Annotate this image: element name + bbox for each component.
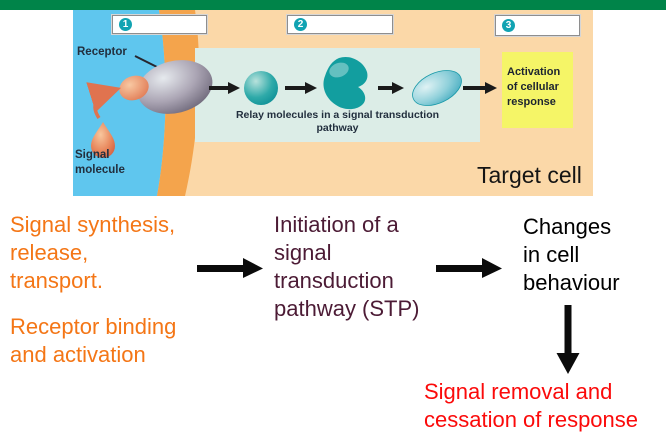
relay-arrow-3 [378, 82, 404, 94]
step-box-2: 2 [287, 15, 393, 34]
activation-label: Activation of cellular response [507, 66, 561, 108]
relay-molecule-sphere [244, 71, 278, 105]
step-box-3: 3 [495, 15, 580, 36]
relay-arrow-4 [463, 82, 497, 94]
relay-arrow-1 [209, 82, 240, 94]
step-1-badge: 1 [119, 18, 132, 31]
flow-arrow-1 [197, 258, 263, 278]
signal-transduction-figure: 1 2 3 Receptor Signal molecule Relay mol… [73, 10, 593, 196]
receptor-blob [137, 60, 213, 114]
signal-molecule-label: Signal molecule [75, 149, 125, 176]
relay-pathway-label: Relay molecules in a signal transduction… [235, 109, 440, 134]
slide-top-border [0, 0, 666, 10]
receptor-label: Receptor [77, 46, 127, 58]
activation-box [502, 52, 573, 128]
stage-changes-text: Changes in cell behaviour [523, 214, 620, 295]
flow-arrow-down [556, 305, 580, 374]
step-2-badge: 2 [294, 18, 307, 31]
relay-molecule-ellipse [412, 70, 462, 106]
figure-artwork [73, 10, 573, 196]
stage-initiation-text: Initiation of a signal transduction path… [274, 212, 420, 321]
stage-synthesis-text: Signal synthesis, release, transport. [10, 212, 176, 293]
step-3-badge: 3 [502, 19, 515, 32]
stage-receptor-binding-text: Receptor binding and activation [10, 314, 177, 367]
relay-arrows [209, 82, 497, 94]
relay-arrow-2 [285, 82, 317, 94]
step-box-1: 1 [112, 15, 207, 34]
target-cell-label: Target cell [477, 162, 582, 188]
flow-arrow-2 [436, 258, 502, 278]
receptor-binding-site [119, 75, 149, 101]
binding-arrow [86, 82, 122, 119]
stage-removal-text: Signal removal and cessation of response [424, 379, 639, 432]
signal-molecule-icon [91, 122, 115, 158]
relay-molecule-kidney [323, 56, 368, 110]
